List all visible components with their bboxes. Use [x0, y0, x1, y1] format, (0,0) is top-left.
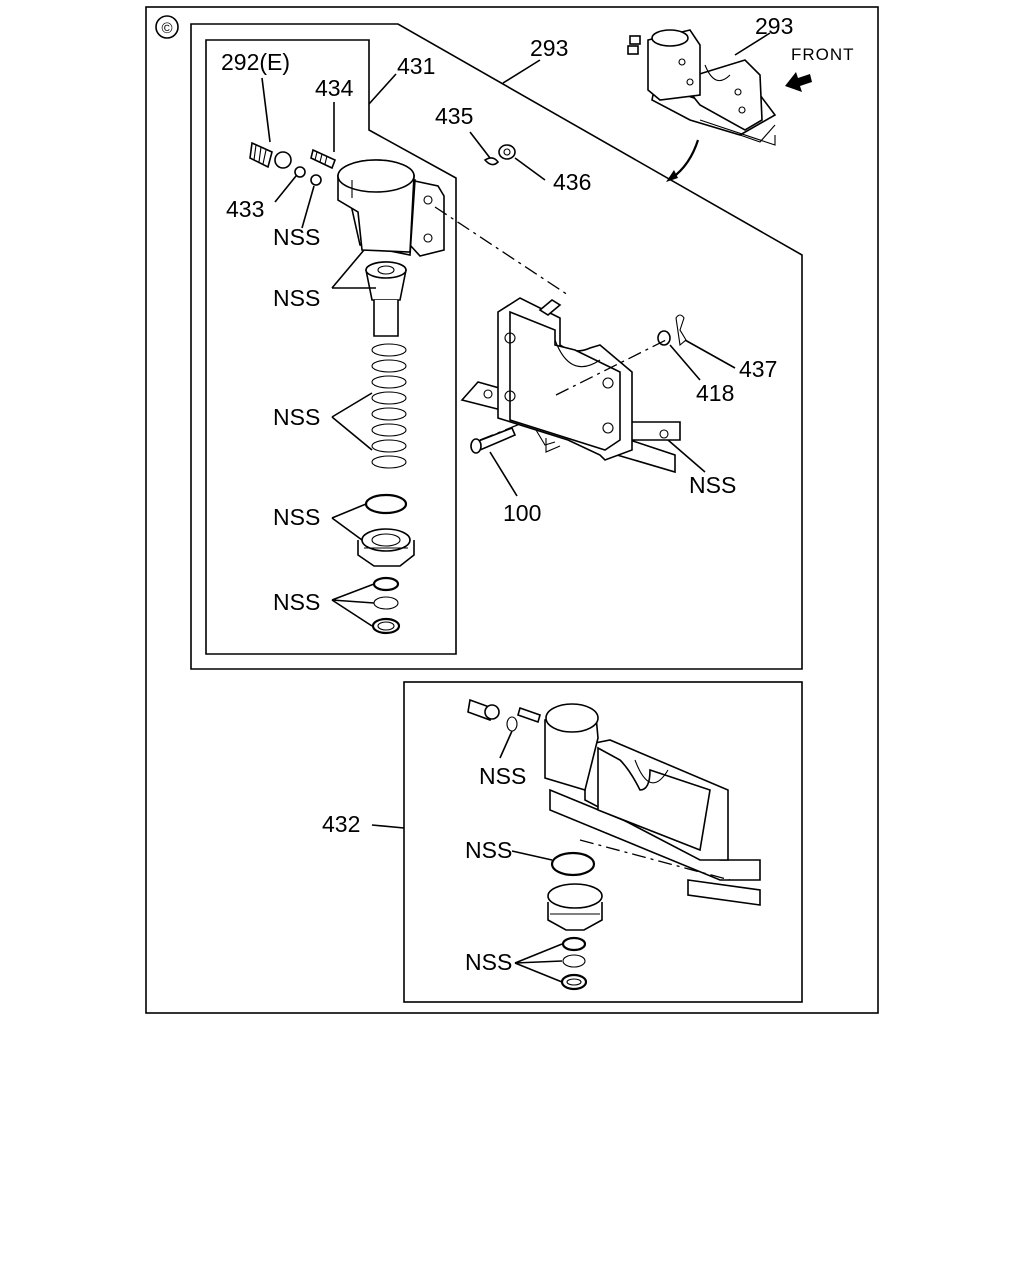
- callout-433: 433: [226, 196, 264, 222]
- assembly-431-frame: [205, 39, 457, 655]
- callout-435: 435: [435, 103, 473, 129]
- washer-435: [483, 157, 500, 166]
- connector-292e: [249, 141, 292, 169]
- oring-large: [364, 493, 408, 515]
- callout-437: 437: [739, 356, 777, 382]
- bleeder-434: [310, 148, 337, 170]
- callout-nss-9: NSS: [465, 949, 512, 975]
- return-spring: [371, 343, 407, 469]
- curved-pointer-arrow: [671, 139, 700, 179]
- callout-nss-4: NSS: [273, 504, 320, 530]
- seal-ring-3: [371, 617, 401, 635]
- front-arrow-icon: [785, 72, 812, 92]
- callout-293-inset: 293: [755, 13, 793, 39]
- assembly-432-frame: [403, 681, 803, 1003]
- outer-frame: [145, 6, 879, 1014]
- piston-rod: [365, 261, 407, 337]
- cotter-pin-437: [675, 314, 687, 347]
- front-indicator: FRONT: [785, 45, 855, 92]
- callout-nss-6: NSS: [689, 472, 736, 498]
- bracket-293: [460, 297, 681, 474]
- callout-nss-2: NSS: [273, 285, 320, 311]
- callout-292e: 292(E): [221, 49, 290, 75]
- callout-431: 431: [397, 53, 435, 79]
- callout-293: 293: [530, 35, 568, 61]
- pin-100: [470, 426, 517, 454]
- callout-nss-7: NSS: [479, 763, 526, 789]
- leader-lines: [261, 59, 736, 983]
- seal-ring-2: [373, 596, 399, 610]
- assembly-axis-2: [555, 339, 667, 396]
- callout-434: 434: [315, 75, 354, 101]
- front-label: FRONT: [791, 45, 855, 64]
- diagram-frames: [145, 6, 879, 1014]
- plug-433: [294, 166, 306, 178]
- seal-ring-1: [372, 576, 400, 592]
- assembly-axis-3: [479, 423, 521, 441]
- curved-pointer-arrowhead: [666, 170, 678, 182]
- callout-nss-5: NSS: [273, 589, 320, 615]
- callout-nss-8: NSS: [465, 837, 512, 863]
- assembly-axis-1: [434, 206, 569, 296]
- nut-436: [498, 144, 516, 160]
- cylinder-431-group: [249, 141, 445, 635]
- callout-nss-3: NSS: [273, 404, 320, 430]
- callout-100: 100: [503, 500, 541, 526]
- washer-418: [657, 330, 671, 346]
- callout-432: 432: [322, 811, 360, 837]
- cylinder-body: [337, 159, 445, 257]
- inset-assembly-293: 293: [627, 13, 793, 146]
- callout-436: 436: [553, 169, 591, 195]
- corner-symbol: ©: [155, 15, 179, 39]
- end-plug: [357, 528, 415, 567]
- assembly-432: [467, 698, 761, 991]
- oring-432: [550, 851, 596, 877]
- corner-symbol-text: ©: [161, 20, 172, 37]
- callout-labels: 292(E) 431 434 293 435 436 433 NSS NSS N…: [221, 35, 777, 975]
- callout-418: 418: [696, 380, 734, 406]
- assembly-293-frame: [190, 23, 803, 670]
- oring-433: [310, 174, 322, 186]
- callout-nss-1: NSS: [273, 224, 320, 250]
